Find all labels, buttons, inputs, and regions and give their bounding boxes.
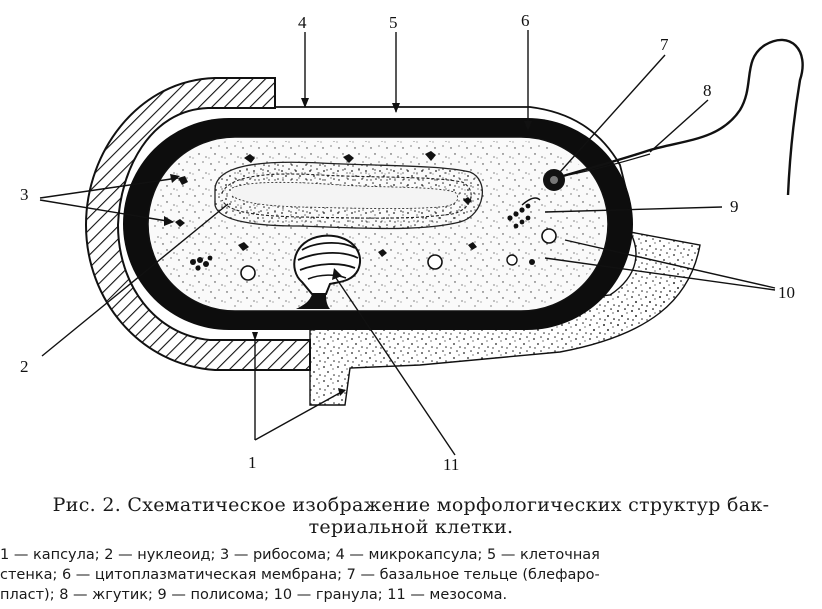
callout-4: 4 <box>298 13 307 32</box>
mesosome <box>293 234 361 309</box>
arrowheads <box>164 98 532 396</box>
callout-10: 10 <box>778 283 795 302</box>
callout-labels: 4 5 6 7 8 9 10 3 2 11 1 <box>20 11 795 474</box>
legend-text-3: пласт); 8 — жгутик; 9 — полисома; 10 — г… <box>0 587 508 603</box>
legend-text-2: стенка; 6 — цитоплазматическая мембрана;… <box>0 567 600 583</box>
callout-2: 2 <box>20 357 29 376</box>
figure-caption-line-1: Рис. 2. Схематическое изображение морфол… <box>52 494 770 516</box>
granules <box>240 228 557 281</box>
bacterial-cell-diagram: 4 5 6 7 8 9 10 3 2 11 1 <box>20 11 804 474</box>
capsule <box>84 77 311 371</box>
polysome <box>507 197 541 229</box>
callout-5: 5 <box>389 13 398 32</box>
callout-3: 3 <box>20 185 29 204</box>
legend-line-1: 1 — капсула; 2 — нуклеоид; 3 — рибосома;… <box>0 545 822 565</box>
ribosome-cluster <box>190 255 213 271</box>
legend-text-1: 1 — капсула; 2 — нуклеоид; 3 — рибосома;… <box>0 547 600 563</box>
ribosomes <box>175 151 477 257</box>
nucleoid <box>214 161 483 230</box>
basal-body <box>543 169 565 191</box>
leader-lines <box>39 30 776 456</box>
legend-line-3: пласт); 8 — жгутик; 9 — полисома; 10 — г… <box>0 585 822 605</box>
flagellum <box>562 38 804 196</box>
callout-1: 1 <box>248 453 257 472</box>
callout-6: 6 <box>521 11 530 30</box>
legend-line-2: стенка; 6 — цитоплазматическая мембрана;… <box>0 565 822 585</box>
callout-9: 9 <box>730 197 739 216</box>
callout-7: 7 <box>660 35 669 54</box>
callout-8: 8 <box>703 81 712 100</box>
callout-11: 11 <box>443 455 459 474</box>
figure-caption-line-2: териальной клетки. <box>308 516 514 538</box>
